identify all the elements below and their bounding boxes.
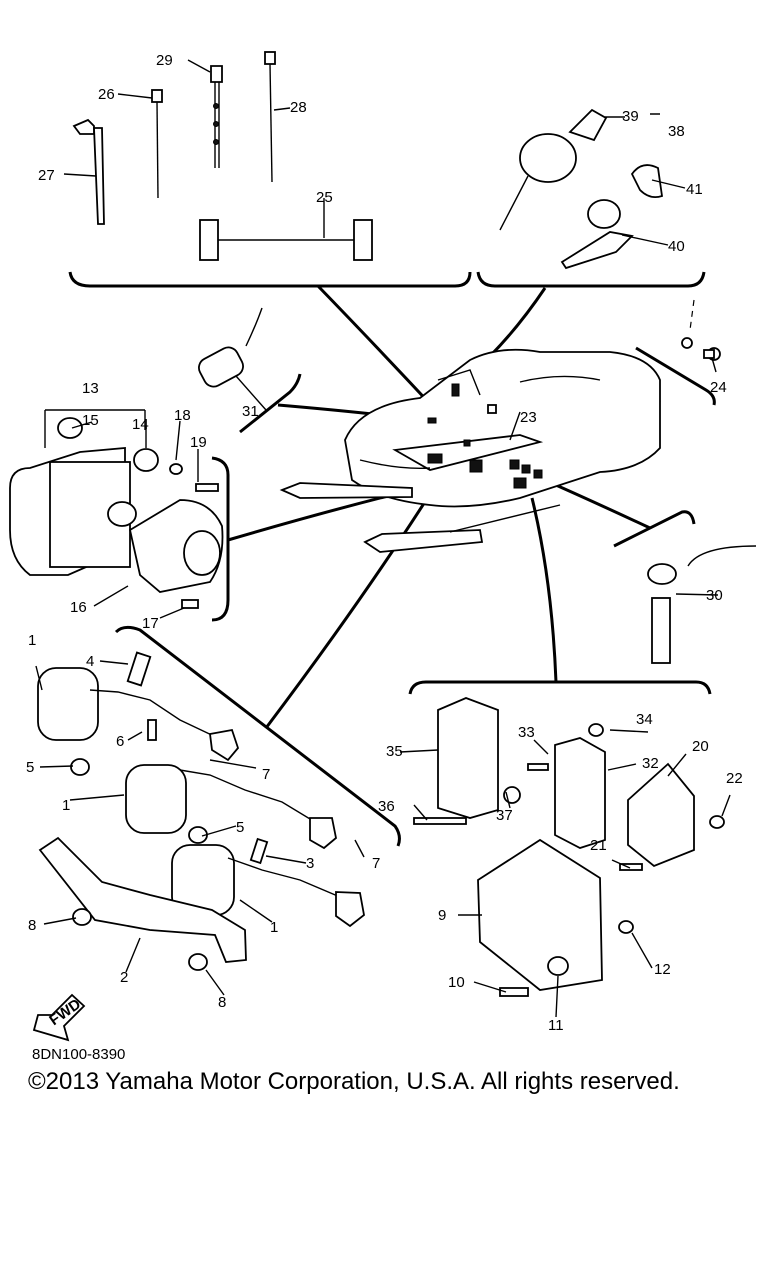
part-label-39: 39 [622, 108, 639, 125]
part-label-20: 20 [692, 738, 709, 755]
bracket-ground-group [635, 346, 716, 406]
bracket-starter-group [211, 456, 230, 622]
part-label-5a: 5 [26, 759, 34, 776]
fwd-direction-arrow: FWD [32, 993, 86, 1042]
main-switch-38 [499, 108, 663, 270]
capacitor-31 [198, 307, 263, 388]
leader-ignition [264, 474, 444, 729]
part-label-27: 27 [38, 167, 55, 184]
ground-lead-24 [681, 299, 721, 361]
part-label-7a: 7 [262, 766, 270, 783]
cable-tie-26 [151, 89, 163, 199]
part-label-32: 32 [642, 755, 659, 772]
bracket-electrical-box-group [408, 680, 712, 695]
part-label-38: 38 [668, 123, 685, 140]
part-label-7b: 7 [372, 855, 380, 872]
part-label-33: 33 [518, 724, 535, 741]
part-label-41: 41 [686, 181, 703, 198]
part-label-40: 40 [668, 238, 685, 255]
part-label-37: 37 [496, 807, 513, 824]
part-label-8b: 8 [218, 994, 226, 1011]
part-label-22: 22 [726, 770, 743, 787]
part-label-35: 35 [386, 743, 403, 760]
part-label-4: 4 [86, 653, 94, 670]
part-label-24: 24 [710, 379, 727, 396]
part-label-34: 34 [636, 711, 653, 728]
part-label-30: 30 [706, 587, 723, 604]
part-label-1a: 1 [28, 632, 36, 649]
bracket-capacitor-group [239, 373, 302, 434]
part-label-13: 13 [82, 380, 99, 397]
band-29 [210, 65, 223, 168]
starter-motor-assembly [9, 417, 224, 609]
diagram-reference-code: 8DN100-8390 [32, 1046, 126, 1063]
part-label-6: 6 [116, 733, 124, 750]
part-label-1c: 1 [270, 919, 278, 936]
part-label-28: 28 [290, 99, 307, 116]
exploded-parts-diagram: FWD 29 26 27 28 25 39 38 41 40 24 23 31 … [9, 51, 757, 1042]
part-label-26: 26 [98, 86, 115, 103]
part-label-11: 11 [548, 1017, 564, 1034]
part-label-21: 21 [590, 837, 607, 854]
part-label-18: 18 [174, 407, 191, 424]
ignition-coils [37, 651, 365, 971]
snowmobile-chassis [279, 348, 661, 553]
clamp-25 [199, 219, 373, 261]
cable-tie-27 [72, 118, 105, 225]
part-label-23: 23 [520, 409, 537, 426]
part-label-31: 31 [242, 403, 259, 420]
part-label-29: 29 [156, 52, 173, 69]
bracket-sensor-group [613, 510, 696, 548]
part-label-9: 9 [438, 907, 446, 924]
part-label-14: 14 [132, 416, 149, 433]
part-label-3: 3 [306, 855, 314, 872]
part-label-2: 2 [120, 969, 128, 986]
part-label-10: 10 [448, 974, 465, 991]
bracket-top-right-group [476, 271, 706, 288]
part-label-16: 16 [70, 599, 87, 616]
part-label-25: 25 [316, 189, 333, 206]
callout-leaders [35, 59, 731, 1018]
part-label-36: 36 [378, 798, 395, 815]
leader-electrical-box [530, 497, 558, 683]
part-label-12: 12 [654, 961, 671, 978]
part-label-8a: 8 [28, 917, 36, 934]
part-number-labels: 29 26 27 28 25 39 38 41 40 24 23 31 13 1… [26, 52, 743, 1034]
part-label-15: 15 [82, 412, 99, 429]
part-label-1b: 1 [62, 797, 70, 814]
part-label-5b: 5 [236, 819, 244, 836]
cable-tie-28 [264, 51, 276, 183]
electrical-components [413, 697, 725, 997]
copyright-notice: ©2013 Yamaha Motor Corporation, U.S.A. A… [28, 1068, 680, 1095]
part-label-17: 17 [142, 615, 159, 632]
part-label-19: 19 [190, 434, 207, 451]
bracket-top-left-group [68, 271, 472, 288]
sensor-30 [647, 545, 757, 664]
